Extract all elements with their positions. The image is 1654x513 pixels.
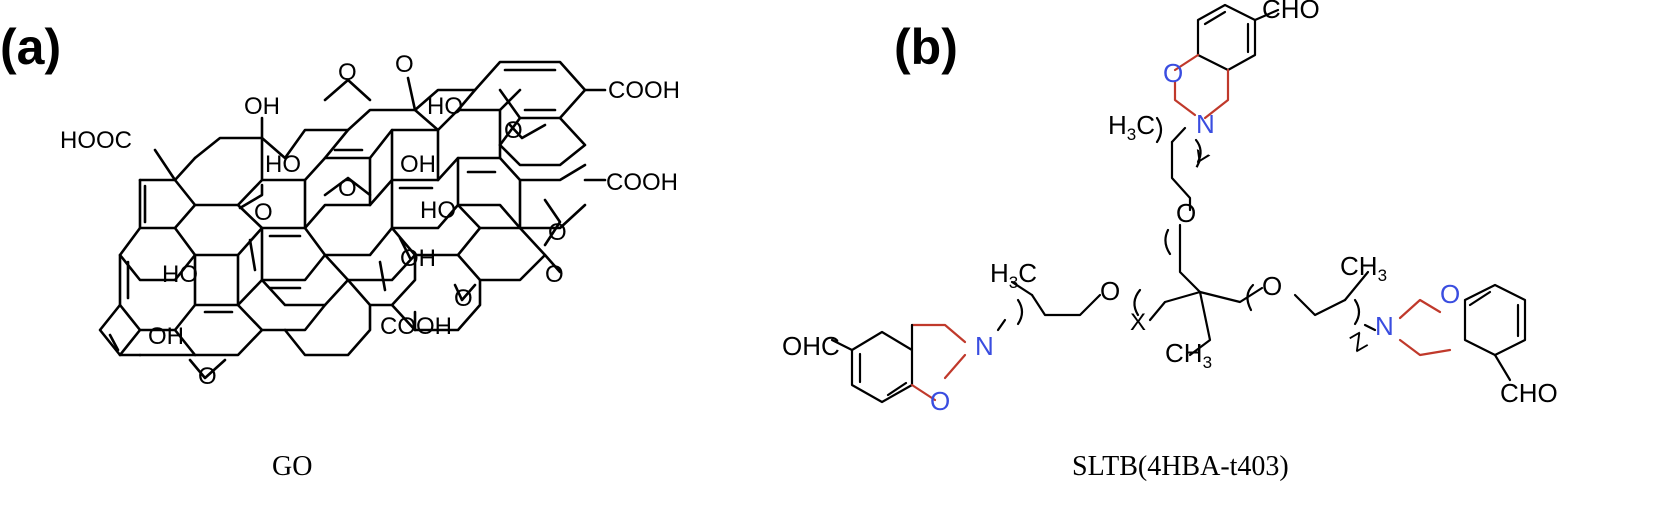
sltb-x-label: X	[1130, 309, 1146, 336]
panel-a-caption: GO	[272, 451, 312, 482]
go-lattice-bonds	[98, 60, 587, 357]
go-o-6: O	[548, 219, 567, 246]
go-o-2: O	[338, 59, 357, 86]
sltb-structure: CHO O N H3C Y O O O CH3 X	[782, 0, 1558, 416]
go-o-1: O	[395, 51, 414, 78]
sltb-z-label: Z	[1346, 327, 1372, 358]
go-o-4: O	[338, 175, 357, 202]
go-oh-3: OH	[400, 245, 436, 272]
go-cooh-mid-right: COOH	[606, 169, 678, 196]
go-substituent-bonds	[153, 76, 607, 332]
go-oh-4: OH	[148, 323, 184, 350]
panel-a-label: (a)	[0, 19, 61, 75]
go-ho-1: HO	[427, 93, 463, 120]
sltb-n-left: N	[975, 331, 994, 361]
go-hooc-left: HOOC	[60, 127, 132, 154]
sltb-left-arm-bonds	[830, 280, 1102, 404]
go-o-5: O	[254, 199, 273, 226]
sltb-core-bonds	[1133, 223, 1264, 357]
sltb-top-arm-bonds	[1155, 3, 1280, 212]
sltb-cho-top: CHO	[1262, 0, 1320, 24]
sltb-n-right: N	[1375, 311, 1394, 341]
go-o-7: O	[545, 261, 564, 288]
go-ho-3: HO	[420, 197, 456, 224]
go-cooh-bottom: COOH	[380, 313, 452, 340]
sltb-o-top: O	[1163, 58, 1183, 88]
go-oh-1: OH	[244, 93, 280, 120]
go-o-9: O	[198, 363, 217, 390]
sltb-o-center-top: O	[1176, 198, 1196, 228]
go-epoxide-bonds	[188, 78, 562, 380]
panel-b-label: (b)	[894, 19, 958, 75]
sltb-o-left: O	[930, 386, 950, 416]
go-o-8: O	[454, 285, 473, 312]
sltb-h3c-left: H3C	[990, 258, 1037, 292]
go-ho-2: HO	[265, 151, 301, 178]
sltb-cho-right: CHO	[1500, 378, 1558, 408]
sltb-o-center-left: O	[1100, 276, 1120, 306]
sltb-o-center-right: O	[1262, 271, 1282, 301]
go-oh-2: OH	[400, 151, 436, 178]
go-ho-4: HO	[162, 261, 198, 288]
panel-b-caption: SLTB(4HBA-t403)	[1072, 451, 1289, 482]
go-double-bonds	[108, 68, 557, 352]
sltb-n-top: N	[1196, 109, 1215, 139]
sltb-right-arm-bonds	[1293, 270, 1527, 382]
sltb-o-right: O	[1440, 279, 1460, 309]
go-structure: O O COOH OH HO O HOOC HO OH O COOH O HO …	[60, 51, 680, 390]
sltb-y-label: Y	[1187, 145, 1213, 176]
sltb-ch3-right: CH3	[1340, 251, 1387, 285]
sltb-ch3-center: CH3	[1165, 338, 1212, 372]
go-cooh-top-right: COOH	[608, 77, 680, 104]
sltb-h3c-top: H3C	[1108, 110, 1155, 144]
go-o-3: O	[504, 117, 523, 144]
sltb-ohc-left: OHC	[782, 331, 840, 361]
